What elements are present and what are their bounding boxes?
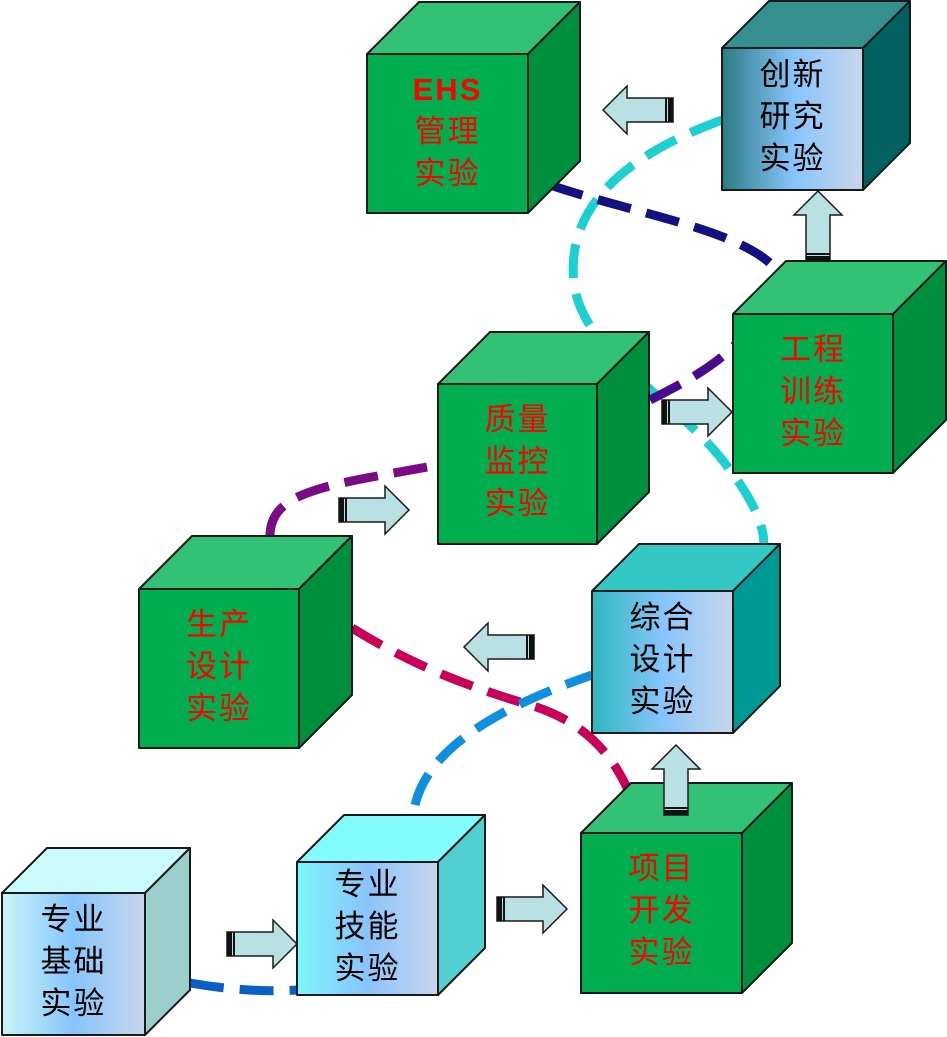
label-line: 质量	[484, 402, 551, 438]
professional-basic-box	[1, 847, 191, 1036]
arrow-tail-bar	[503, 897, 505, 921]
label-line: 实验	[40, 986, 107, 1022]
arrow-shape	[462, 621, 535, 673]
innovation-research-front-face	[721, 47, 864, 191]
arrow-tail-bar	[662, 400, 667, 424]
arrow-right-icon	[226, 918, 299, 970]
production-design-label: 生产设计实验	[139, 604, 299, 730]
professional-skill-box	[296, 814, 486, 996]
arrow-tail-bar	[664, 807, 688, 809]
production-design-front-face	[138, 588, 300, 749]
arrow-tail-bar	[497, 897, 502, 921]
innovation-research-box	[721, 0, 911, 191]
arrow-tail-bar	[806, 253, 830, 255]
skill-comprehensive-link	[410, 670, 594, 807]
label-line: 工程	[780, 331, 846, 368]
label-line: 创新	[759, 57, 826, 93]
innovation-research-label: 创新研究实验	[722, 54, 863, 180]
quality-monitoring-front-face	[437, 383, 598, 545]
arrow-left-icon	[462, 621, 535, 673]
arrow-shape	[601, 84, 674, 136]
label-line: 实验	[780, 415, 846, 452]
arrow-up-icon	[792, 189, 844, 262]
ehs-management-box	[366, 1, 581, 214]
label-line: 研究	[759, 99, 826, 135]
label-line: 实验	[759, 141, 826, 177]
label-line: 实验	[186, 690, 252, 727]
arrow-tail-bar	[806, 256, 830, 261]
comprehensive-design-front-face	[591, 590, 734, 734]
ehs-management-front-face	[366, 53, 529, 214]
label-line: 实验	[628, 935, 695, 971]
label-line: 综合	[629, 600, 696, 636]
professional-skill-front-face	[296, 861, 439, 996]
arrow-shape	[792, 189, 844, 262]
label-line: 基础	[40, 944, 107, 980]
label-line: 技能	[334, 908, 401, 945]
arrow-tail-bar	[227, 932, 232, 956]
project-development-label: 项目开发实验	[581, 848, 742, 974]
ehs-management-label: EHS 管理实验	[367, 69, 528, 195]
label-line: 实验	[629, 684, 696, 720]
quality-monitoring-label: 质量监控实验	[438, 399, 597, 525]
basic-skill-link	[189, 978, 298, 996]
arrow-tail-bar	[668, 400, 670, 424]
quality-monitoring-box	[437, 331, 650, 545]
arrow-right-icon	[661, 386, 734, 438]
arrow-up-icon	[650, 743, 702, 816]
project-development-box	[580, 782, 793, 994]
label-line: 专业	[40, 902, 107, 938]
label-line: 生产	[186, 606, 252, 643]
arrow-tail-bar	[668, 98, 673, 122]
arrow-right-icon	[496, 883, 569, 935]
arrow-right-icon	[338, 484, 411, 536]
production-quality-link	[265, 460, 439, 537]
comprehensive-design-box	[591, 543, 781, 734]
production-design-box	[138, 535, 353, 749]
engineering-training-box	[732, 260, 947, 474]
label-line: 实验	[484, 486, 551, 522]
arrow-tail-bar	[345, 498, 347, 522]
engineering-training-front-face	[732, 313, 894, 474]
professional-skill-label: 专业技能实验	[297, 864, 438, 990]
label-line: 设计	[629, 642, 696, 678]
arrow-left-icon	[601, 84, 674, 136]
engineering-ehs-link	[548, 180, 779, 272]
label-line: 项目	[628, 851, 695, 887]
arrow-tail-bar	[526, 635, 528, 659]
label-line: 管理	[414, 113, 481, 150]
professional-basic-front-face	[1, 892, 146, 1036]
engineering-training-label: 工程训练实验	[733, 329, 893, 455]
quality-engineering-link	[647, 341, 739, 405]
arrow-shape	[226, 918, 299, 970]
professional-basic-label: 专业基础实验	[2, 899, 145, 1025]
label-line: 实验	[334, 950, 401, 987]
arrow-tail-bar	[529, 635, 534, 659]
arrow-shape	[496, 883, 569, 935]
label-line: 专业	[334, 866, 401, 903]
label-line: 监控	[484, 444, 551, 480]
label-line: EHS	[412, 71, 483, 107]
arrow-tail-bar	[339, 498, 344, 522]
arrow-tail-bar	[233, 932, 235, 956]
label-line: 训练	[780, 373, 846, 410]
label-line: 实验	[414, 155, 481, 192]
arrow-tail-bar	[664, 810, 688, 815]
label-line: 设计	[186, 648, 252, 685]
label-line: 开发	[628, 893, 695, 929]
comprehensive-design-label: 综合设计实验	[592, 597, 733, 723]
flow-arrows	[226, 84, 844, 970]
arrow-shape	[338, 484, 411, 536]
arrow-tail-bar	[665, 98, 667, 122]
project-development-front-face	[580, 832, 743, 994]
production-project-link	[349, 624, 633, 792]
